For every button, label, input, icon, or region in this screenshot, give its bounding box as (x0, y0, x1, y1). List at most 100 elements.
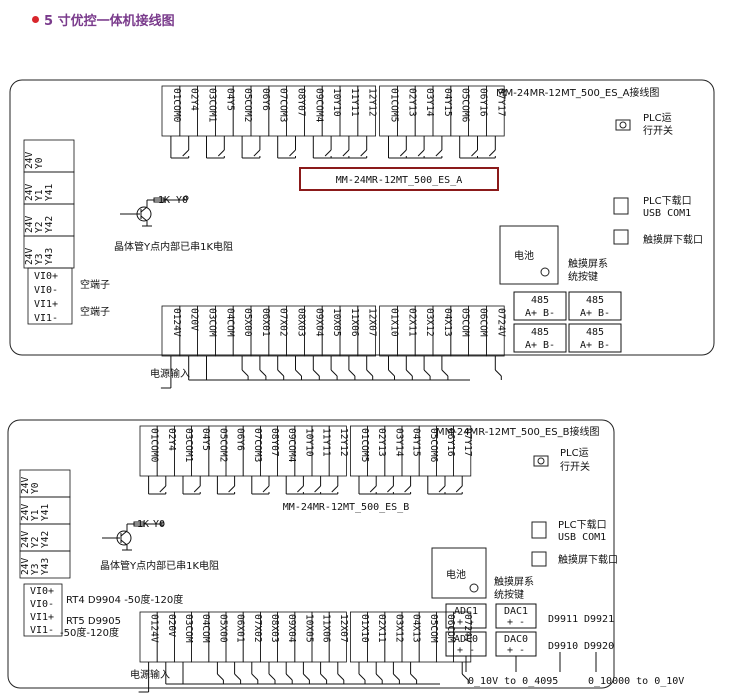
relay-contact (217, 149, 225, 157)
input-switch (217, 673, 224, 681)
board-a-relay-contacts (170, 136, 496, 159)
relay-contact (314, 485, 321, 493)
adc1-label: ADC1 (454, 606, 478, 617)
terminal-label: 03Y14 (424, 88, 435, 117)
B-bottom-terminal: 0124V (139, 611, 160, 663)
terminal-label: 06Y6 (235, 428, 246, 451)
terminal-label: 04Y15 (442, 88, 453, 117)
terminal-label: 10Y10 (303, 428, 314, 457)
rs485-pins: A+ B- (525, 308, 555, 319)
terminal-label: 11X06 (321, 614, 332, 643)
dac1-port (495, 603, 537, 629)
terminal-label: 03COM1 (207, 88, 218, 123)
terminal-label: 07Y17 (462, 428, 473, 457)
touch-key-label-1: 触摸屏系 (494, 575, 534, 588)
terminal-node-icon (159, 521, 165, 527)
left-terminal-label: Y1 (30, 509, 41, 521)
left-terminal-label: Y42 (44, 216, 55, 233)
rs485-port (568, 323, 622, 353)
empty-terminal-label-1: 空端子 (80, 278, 110, 291)
terminal-label: 07X02 (252, 614, 263, 643)
transistor-collector (140, 206, 148, 213)
left-terminal-label: Y0 (34, 157, 45, 169)
left-terminal-label: Y42 (40, 531, 51, 548)
board-b-touch-download-port (531, 551, 547, 567)
terminal-label: 03Y14 (393, 428, 404, 457)
page-header: 5 寸优控一体机接线图 (32, 10, 175, 29)
rs485-port (568, 291, 622, 321)
usb-com-label: USB COM1 (643, 208, 691, 219)
terminal-label: 03COM (183, 614, 194, 643)
rs485-pins: A+ B- (580, 308, 610, 319)
terminal-label: 10X05 (303, 614, 314, 643)
power-input-label: 电源输入 (150, 367, 190, 380)
battery-label: 电池 (446, 568, 466, 581)
relay-contact (488, 149, 496, 157)
input-switch (348, 369, 356, 377)
resistor-icon (153, 197, 165, 203)
terminal-label: 03COM1 (183, 428, 194, 463)
polarity-label: + - (507, 617, 525, 628)
polarity-label: + - (457, 617, 475, 628)
left-terminal-label: 24V (24, 216, 35, 233)
adc-range-label: 0_10V to 0_4095 (468, 676, 558, 687)
relay-contact (324, 149, 332, 157)
resistor-icon (133, 521, 145, 527)
dac0-label: DAC0 (504, 634, 528, 645)
analog-terminal-label: VI1+ (30, 612, 54, 623)
terminal-label: 04X13 (411, 614, 422, 643)
terminal-label: 04Y15 (411, 428, 422, 457)
board-a-battery (499, 225, 559, 285)
input-switch (461, 673, 469, 681)
terminal-label: 08X03 (269, 614, 280, 643)
analog-terminal-label: VI1- (34, 313, 58, 324)
input-switch (312, 369, 320, 377)
analog-terminal-label: VI0- (34, 285, 58, 296)
analog-terminal-label: VI0+ (30, 586, 54, 597)
relay-contact (289, 149, 296, 157)
relay-contact (360, 149, 368, 157)
board-b-battery (431, 547, 487, 599)
input-switch (366, 369, 374, 377)
terminal-label: 10Y10 (331, 88, 342, 117)
terminal-label: 07Y17 (495, 88, 506, 117)
relay-contact (404, 485, 411, 493)
board-a-input-switches (160, 356, 502, 389)
relay-contact (417, 149, 425, 157)
terminal-label: 01X10 (359, 614, 370, 643)
transistor-emitter (140, 215, 148, 222)
board-a-outline (9, 79, 715, 356)
B-bottom-terminal: 01X10 (349, 611, 370, 663)
left-terminal-label: Y43 (40, 558, 51, 575)
terminal-label: 12X07 (338, 614, 349, 643)
relay-contact (471, 149, 478, 157)
plc-download-label: PLC下载口 (643, 195, 692, 207)
terminal-label: 07COM3 (278, 88, 289, 122)
terminal-label: 05COM (428, 614, 439, 643)
terminal-label: 02Y13 (376, 428, 387, 457)
plc-run-label-1: PLC运 (643, 112, 672, 124)
terminal-label: 09X04 (313, 308, 324, 337)
input-switch (241, 369, 249, 377)
terminal-label: 03X12 (393, 614, 404, 643)
relay-contact (369, 485, 377, 493)
touch-key-label-1: 触摸屏系 (568, 257, 608, 270)
d9920-label: D9920 (584, 641, 614, 652)
terminal-label: 0724V (495, 308, 506, 337)
analog-terminal-label: VI1+ (34, 299, 58, 310)
terminal-label: 11Y11 (349, 88, 360, 117)
analog-block-frame (27, 267, 73, 325)
terminal-label: 10X05 (331, 308, 342, 337)
terminal-label: 09X04 (286, 614, 297, 643)
board-b-input-switches (138, 662, 469, 693)
relay-contact (297, 485, 304, 493)
resistor-label: 1K (158, 195, 170, 206)
plc-download-label: PLC下载口 (558, 519, 607, 531)
d9921-label: D9921 (584, 614, 614, 625)
left-terminal-label: 24V (24, 248, 35, 265)
transistor-note: 晶体管Y点内部已串1K电阻 (100, 559, 219, 572)
